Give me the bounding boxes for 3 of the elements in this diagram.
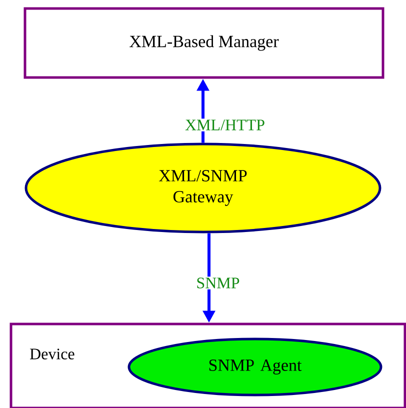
edge-label: SNMP xyxy=(195,276,241,290)
manager-box: XML-Based Manager xyxy=(24,7,384,79)
edge-label: XML/HTTP xyxy=(184,118,266,132)
